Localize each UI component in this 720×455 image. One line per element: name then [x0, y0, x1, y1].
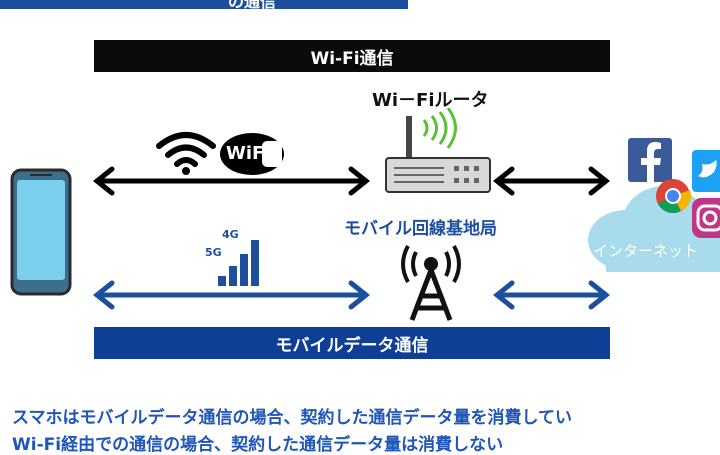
- router-icon: [385, 108, 491, 193]
- wifi-logo-text: WiFi: [226, 143, 271, 164]
- wifi-arrow-right: [492, 166, 611, 196]
- twitter-icon: [692, 150, 720, 192]
- chrome-icon: [656, 179, 691, 213]
- facebook-icon: [628, 138, 672, 182]
- wifi-banner: Wi-Fi通信: [94, 40, 610, 72]
- mobile-arrow-right: [492, 280, 611, 310]
- antenna-tower-icon: [401, 245, 461, 321]
- caption-line-1: スマホはモバイルデータ通信の場合、契約した通信データ量を消費してい: [12, 408, 572, 428]
- wifi-logo-icon: [220, 133, 284, 175]
- mobile-banner-label: モバイルデータ通信: [275, 335, 429, 356]
- signal-bars-icon: [218, 240, 259, 286]
- caption-line-2: Wi-Fi経由での通信の場合、契約した通信データ量は消費しない: [12, 435, 504, 455]
- station-label: モバイル回線基地局: [344, 219, 497, 239]
- wifi-icon: [156, 132, 216, 175]
- mobile-banner: モバイルデータ通信: [94, 327, 610, 359]
- 5g-label: 5G: [205, 246, 222, 259]
- 4g-label: 4G: [222, 228, 239, 241]
- header-strip: の通信: [0, 0, 408, 9]
- arrows-layer: [92, 166, 611, 310]
- header-strip-text: の通信: [228, 0, 276, 9]
- wifi-arrow-left: [92, 166, 371, 196]
- router-label: Wi－Fiルータ: [372, 90, 489, 111]
- wifi-banner-label: Wi-Fi通信: [310, 48, 394, 69]
- smartphone-icon: [10, 168, 72, 296]
- instagram-icon: [692, 198, 720, 238]
- mobile-arrow-left: [92, 280, 371, 310]
- internet-label: インターネット: [593, 242, 699, 260]
